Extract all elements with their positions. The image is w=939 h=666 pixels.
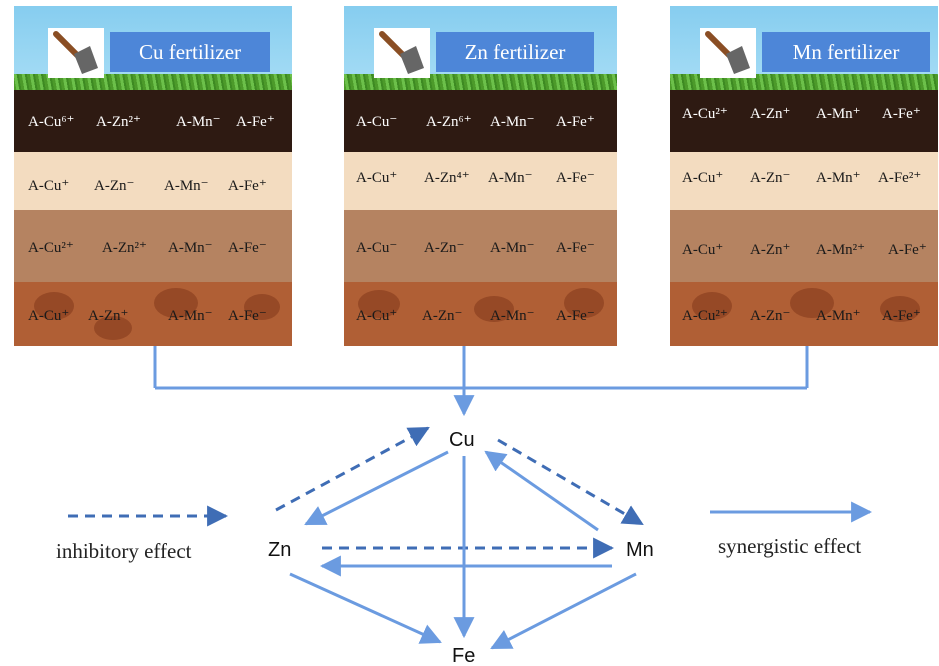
ion-label: A-Mn²⁺ [816,242,866,258]
ion-label: A-Zn⁻ [94,178,135,194]
zn-fertilizer-panel: A-Cu⁻ A-Zn⁶⁺ A-Mn⁻ A-Fe⁺ A-Cu⁺ A-Zn⁴⁺ A-… [344,6,617,346]
ion-label: A-Cu⁻ [356,240,398,256]
node-cu: Cu [449,429,475,451]
cu-fertilizer-panel: A-Cu⁶⁺ A-Zn²⁺ A-Mn⁻ A-Fe⁺ A-Cu⁺ A-Zn⁻ A-… [14,6,292,346]
legend-inhibitory-label: inhibitory effect [56,539,192,563]
ion-label: A-Mn⁺ [816,106,861,122]
ion-label: A-Zn⁻ [422,308,463,324]
ion-label: A-Zn²⁺ [96,114,141,130]
ion-label: A-Zn⁻ [750,170,791,186]
shovel-icon [374,28,430,78]
grass-strip [14,74,292,94]
inhibit-cu-to-mn [497,438,644,526]
ion-label: A-Zn²⁺ [102,240,147,256]
panel-connector [153,346,809,417]
ion-label: A-Fe⁺ [236,114,275,130]
ion-label: A-Zn⁺ [88,308,129,324]
ion-label: A-Zn⁴⁺ [424,170,470,186]
panel-title: Zn fertilizer [436,32,594,72]
ion-label: A-Mn⁺ [816,170,861,186]
grass-strip [344,74,617,94]
shovel-icon [700,28,756,78]
ion-label: A-Zn⁶⁺ [426,114,472,130]
ion-label: A-Zn⁺ [750,106,791,122]
ion-label: A-Cu⁺ [28,308,70,324]
ion-label: A-Fe²⁺ [878,170,922,186]
panel-title: Mn fertilizer [762,32,930,72]
ion-label: A-Mn⁻ [176,114,221,130]
ion-label: A-Mn⁻ [490,114,535,130]
ion-label: A-Mn⁻ [168,308,213,324]
synergy-cu-to-zn [304,450,449,526]
soil-layer-4: A-Cu⁺ A-Zn⁻ A-Mn⁻ A-Fe⁻ [344,282,617,346]
ion-label: A-Cu⁺ [356,170,398,186]
ion-label: A-Fe⁺ [882,106,921,122]
ion-label: A-Fe⁺ [882,308,921,324]
soil-layer-4: A-Cu⁺ A-Zn⁺ A-Mn⁻ A-Fe⁻ [14,282,292,346]
ion-label: A-Cu⁻ [356,114,398,130]
legend-synergistic-label: synergistic effect [718,534,861,558]
ion-label: A-Zn⁻ [750,308,791,324]
synergy-mn-to-cu [484,450,599,532]
panel-title: Cu fertilizer [110,32,270,72]
ion-label: A-Mn⁻ [490,240,535,256]
node-zn: Zn [268,539,291,561]
ion-label: A-Mn⁻ [168,240,213,256]
ion-label: A-Zn⁺ [750,242,791,258]
synergy-mn-to-fe [490,572,637,650]
shovel-icon [48,28,104,78]
ion-label: A-Fe⁻ [556,240,595,256]
ion-label: A-Fe⁺ [228,178,267,194]
ion-label: A-Fe⁻ [556,170,595,186]
ion-label: A-Fe⁻ [556,308,595,324]
ion-label: A-Cu⁶⁺ [28,114,75,130]
grass-strip [670,74,938,94]
ion-label: A-Mn⁻ [488,170,533,186]
ion-label: A-Cu²⁺ [682,106,728,122]
ion-label: A-Fe⁻ [228,240,267,256]
mn-fertilizer-panel: A-Cu²⁺ A-Zn⁺ A-Mn⁺ A-Fe⁺ A-Cu⁺ A-Zn⁻ A-M… [670,6,938,346]
ion-label: A-Mn⁻ [490,308,535,324]
ion-label: A-Cu⁺ [682,170,724,186]
ion-label: A-Cu²⁺ [682,308,728,324]
ion-label: A-Mn⁻ [164,178,209,194]
inhibit-zn-to-cu [275,426,430,512]
ion-label: A-Cu²⁺ [28,240,74,256]
node-mn: Mn [626,539,654,561]
soil-layer-4: A-Cu²⁺ A-Zn⁻ A-Mn⁺ A-Fe⁺ [670,282,938,346]
ion-label: A-Fe⁺ [888,242,927,258]
ion-label: A-Mn⁺ [816,308,861,324]
ion-label: A-Fe⁺ [556,114,595,130]
ion-label: A-Fe⁻ [228,308,267,324]
ion-label: A-Cu⁺ [356,308,398,324]
ion-label: A-Cu⁺ [682,242,724,258]
node-fe: Fe [452,645,475,666]
ion-label: A-Cu⁺ [28,178,70,194]
ion-label: A-Zn⁻ [424,240,465,256]
synergy-zn-to-fe [289,572,442,644]
